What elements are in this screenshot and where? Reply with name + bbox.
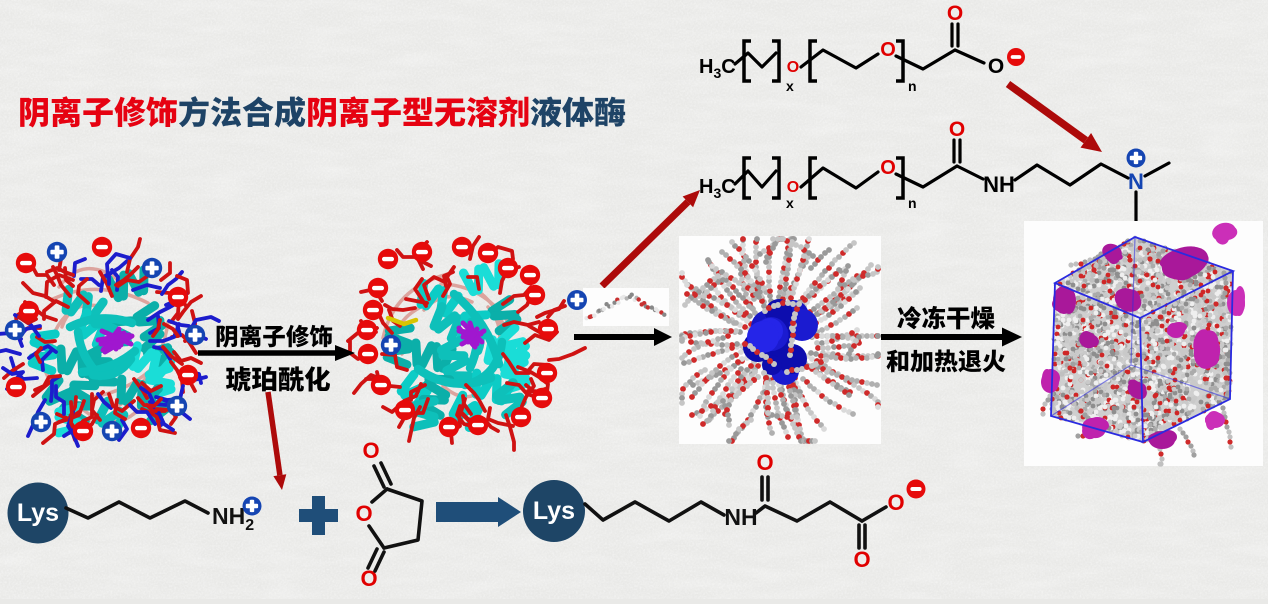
svg-text:Lys: Lys: [533, 497, 575, 525]
svg-text:n: n: [908, 195, 917, 211]
svg-text:O: O: [947, 2, 963, 25]
svg-text:O: O: [362, 438, 379, 463]
svg-text:O: O: [880, 39, 896, 61]
svg-text:NH: NH: [983, 172, 1015, 197]
svg-text:O: O: [853, 547, 870, 572]
svg-text:n: n: [908, 78, 917, 94]
svg-text:Lys: Lys: [17, 499, 59, 527]
svg-text:O: O: [988, 55, 1004, 78]
svg-text:O: O: [756, 450, 773, 475]
svg-text:O: O: [360, 566, 377, 591]
svg-text:H3C: H3C: [699, 56, 736, 81]
svg-text:O: O: [787, 59, 799, 76]
svg-text:O: O: [949, 118, 965, 141]
svg-text:x: x: [786, 78, 794, 94]
svg-text:H3C: H3C: [699, 176, 736, 201]
svg-text:O: O: [787, 179, 799, 196]
svg-text:O: O: [355, 501, 372, 526]
svg-text:x: x: [786, 195, 794, 211]
svg-text:N: N: [1128, 169, 1144, 194]
svg-text:O: O: [887, 490, 904, 515]
svg-text:NH: NH: [724, 504, 757, 530]
svg-text:O: O: [880, 157, 896, 179]
